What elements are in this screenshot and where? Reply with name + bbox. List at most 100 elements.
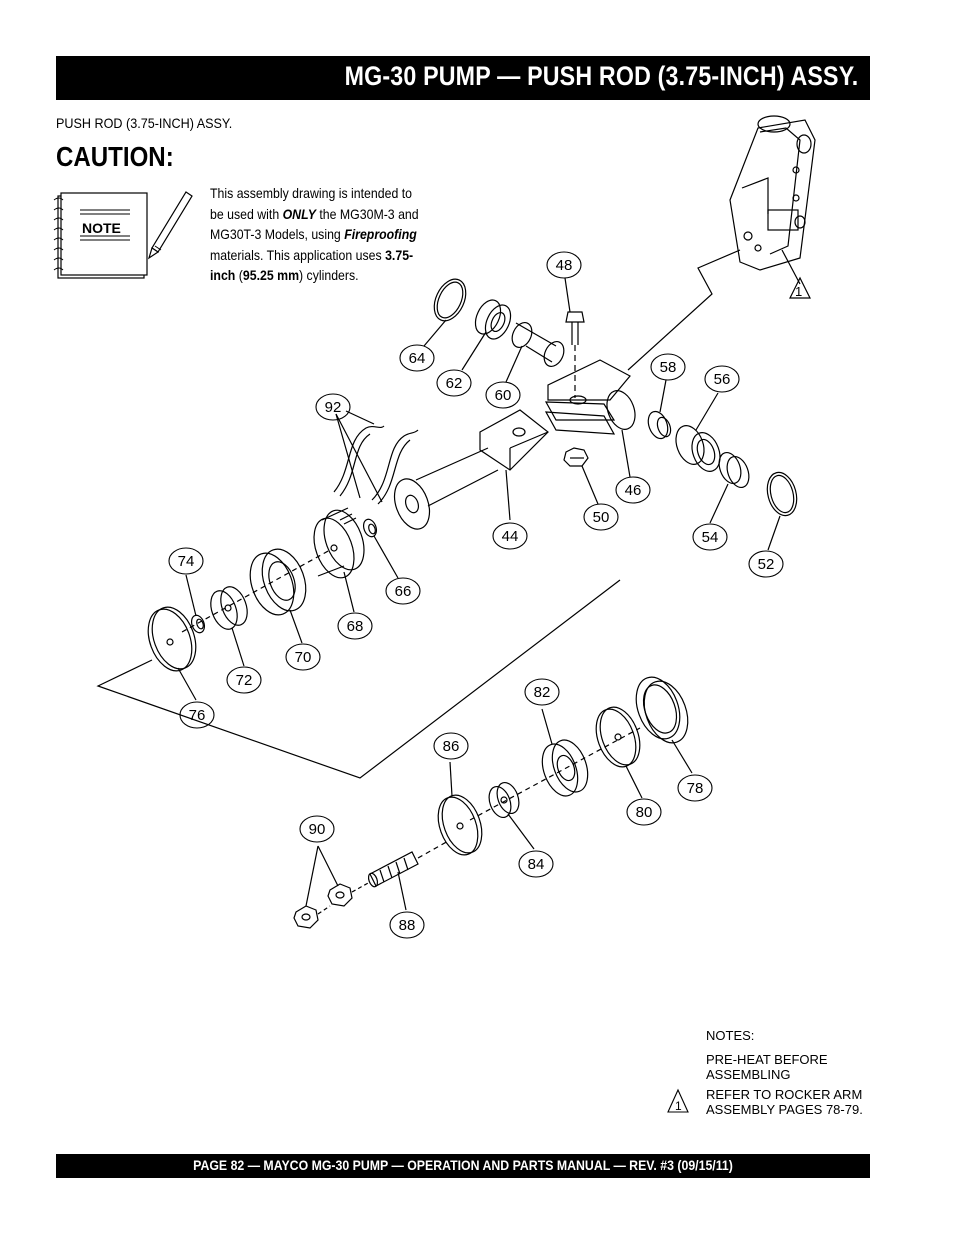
part-88-stud: [367, 839, 451, 888]
svg-text:72: 72: [236, 672, 253, 689]
part-44-push-rod: [393, 409, 549, 530]
svg-text:86: 86: [443, 738, 460, 755]
callout-72: 72: [226, 666, 262, 694]
svg-text:54: 54: [702, 529, 719, 546]
svg-text:76: 76: [189, 707, 206, 724]
part-64-o-ring: [433, 278, 467, 322]
svg-text:44: 44: [502, 528, 519, 545]
svg-text:92: 92: [325, 399, 342, 416]
part-52-o-ring: [766, 471, 798, 517]
callout-80: 80: [626, 798, 662, 826]
callout-58: 58: [650, 353, 686, 381]
pencil-icon: [147, 191, 193, 260]
svg-text:78: 78: [687, 780, 704, 797]
callout-92: 92: [315, 393, 351, 421]
callout-54: 54: [692, 523, 728, 551]
callout-66: 66: [385, 577, 421, 605]
callout-68: 68: [337, 612, 373, 640]
svg-text:64: 64: [409, 350, 426, 367]
rocker-arm-drawing: [729, 115, 816, 285]
note-label: NOTE: [82, 220, 121, 236]
svg-text:70: 70: [295, 649, 312, 666]
part-86-disc: [437, 794, 483, 856]
callout-60: 60: [485, 381, 521, 409]
svg-text:90: 90: [309, 821, 326, 838]
svg-text:68: 68: [347, 618, 364, 635]
caution-heading: CAUTION:: [56, 141, 174, 172]
svg-text:58: 58: [660, 359, 677, 376]
part-82-ring: [541, 739, 589, 797]
part-74-ring: [190, 614, 206, 634]
warning-triangle-icon: 1: [667, 1088, 689, 1113]
callout-46: 46: [615, 476, 651, 504]
svg-text:80: 80: [636, 804, 653, 821]
svg-text:50: 50: [593, 509, 610, 526]
svg-text:46: 46: [625, 482, 642, 499]
callout-70: 70: [285, 643, 321, 671]
callout-88: 88: [389, 911, 425, 939]
footer-text: PAGE 82 — MAYCO MG-30 PUMP — OPERATION A…: [193, 1157, 733, 1173]
page-footer: PAGE 82 — MAYCO MG-30 PUMP — OPERATION A…: [56, 1154, 870, 1178]
part-48-bolt: [565, 311, 585, 398]
part-76-disc: [147, 606, 197, 672]
notes-heading: NOTES:: [706, 1028, 755, 1043]
note-item-1-line-1: PRE-HEAT BEFORE: [706, 1052, 828, 1067]
svg-text:48: 48: [556, 257, 573, 274]
part-62-bearing: [474, 299, 512, 340]
part-54-bearing: [718, 451, 750, 489]
svg-text:88: 88: [399, 917, 416, 934]
callout-48: 48: [546, 251, 582, 279]
callout-56: 56: [704, 365, 740, 393]
leader-lines: [177, 277, 781, 911]
part-72-spacer: [210, 586, 248, 630]
note-pad-icon: NOTE: [53, 191, 193, 279]
note-item-1-line-2: ASSEMBLING: [706, 1067, 791, 1082]
callout-90: 90: [299, 815, 335, 843]
callout-86: 86: [433, 732, 469, 760]
exploded-assembly-diagram: 48 64 62 60 58 56 92 46 50 44 54 52 74 6…: [96, 115, 816, 939]
note-line-4: materials. This application uses 3.75-: [210, 246, 414, 263]
part-66-ring: [362, 518, 378, 538]
part-90-nuts: [293, 881, 371, 929]
part-46-clevis: [544, 359, 636, 435]
callout-74: 74: [168, 547, 204, 575]
callout-62: 62: [436, 369, 472, 397]
part-58-seal: [647, 410, 672, 440]
callout-78: 78: [677, 774, 713, 802]
page-title-bar: MG-30 PUMP — PUSH ROD (3.75-INCH) ASSY.: [56, 56, 870, 100]
svg-text:82: 82: [534, 684, 551, 701]
part-84-spacer: [488, 781, 520, 819]
callout-52: 52: [748, 550, 784, 578]
part-56-bushing: [675, 425, 721, 472]
part-92-wires: [333, 425, 419, 505]
note-line-1: This assembly drawing is intended to: [210, 185, 413, 201]
part-78-cup: [635, 676, 689, 744]
svg-text:74: 74: [178, 553, 195, 570]
note-item-2-line-2: ASSEMBLY PAGES 78-79.: [706, 1102, 863, 1117]
callout-82: 82: [524, 678, 560, 706]
part-60-sleeve: [511, 322, 565, 367]
callout-76: 76: [179, 701, 215, 729]
callout-44: 44: [492, 522, 528, 550]
svg-text:60: 60: [495, 387, 512, 404]
part-70-ring: [249, 548, 307, 616]
svg-text:52: 52: [758, 556, 775, 573]
section-subtitle: PUSH ROD (3.75-INCH) ASSY.: [56, 115, 233, 131]
callout-64: 64: [399, 344, 435, 372]
note-text: This assembly drawing is intended to be …: [210, 183, 455, 286]
svg-text:1: 1: [675, 1099, 682, 1113]
svg-text:84: 84: [528, 856, 545, 873]
svg-text:56: 56: [714, 371, 731, 388]
svg-text:62: 62: [446, 375, 463, 392]
note-line-2: be used with ONLY the MG30M-3 and: [210, 205, 419, 222]
page-title: MG-30 PUMP — PUSH ROD (3.75-INCH) ASSY.: [344, 61, 858, 91]
note-line-5: inch (95.25 mm) cylinders.: [210, 267, 359, 283]
callout-50: 50: [583, 503, 619, 531]
rocker-arm-marker: 1: [795, 284, 802, 299]
part-50-nut: [563, 447, 589, 467]
note-item-2-line-1: REFER TO ROCKER ARM: [706, 1087, 863, 1102]
svg-text:66: 66: [395, 583, 412, 600]
callout-84: 84: [518, 850, 554, 878]
note-line-3: MG30T-3 Models, using Fireproofing: [210, 226, 417, 242]
part-68-disc: [313, 507, 365, 579]
